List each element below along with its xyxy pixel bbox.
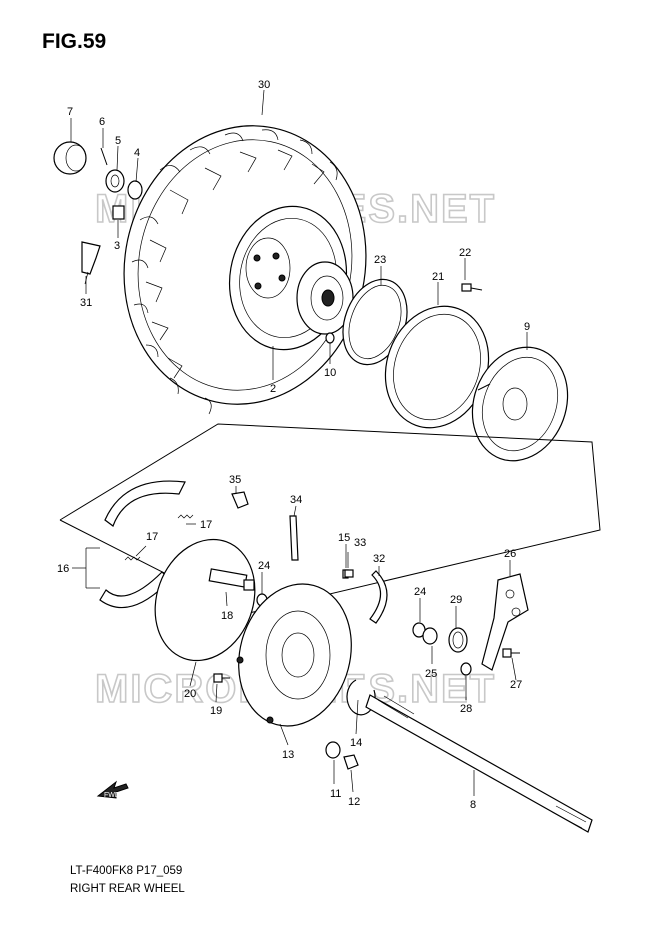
washer-part-4 <box>127 180 143 200</box>
callout-32: 32 <box>373 553 385 565</box>
spring-part-17a <box>177 514 194 519</box>
fwd-label: FWD <box>104 792 120 799</box>
clamp-part-35 <box>231 491 249 509</box>
leader-lines <box>70 89 528 796</box>
callout-23: 23 <box>374 254 386 266</box>
callout-17b: 17 <box>146 531 158 543</box>
nut-part-12 <box>343 754 359 770</box>
callout-24a: 24 <box>258 560 270 572</box>
wheel-hub <box>296 261 354 335</box>
callout-19: 19 <box>210 705 222 717</box>
callout-27: 27 <box>510 679 522 691</box>
callout-9: 9 <box>524 321 530 333</box>
figure-name: RIGHT REAR WHEEL <box>70 883 185 895</box>
hub-cap-part-7 <box>53 141 87 175</box>
callout-11: 11 <box>330 788 341 800</box>
callout-13: 13 <box>282 749 294 761</box>
callout-5: 5 <box>115 135 121 147</box>
bolt-part-27 <box>502 648 520 658</box>
o-ring-part-10 <box>325 332 335 344</box>
model-code: LT-F400FK8 P17_059 <box>70 865 183 877</box>
callout-4: 4 <box>134 147 140 159</box>
callout-22: 22 <box>459 247 471 259</box>
callout-10: 10 <box>324 367 336 379</box>
return-spring-part-29 <box>448 627 468 653</box>
nut-part-28 <box>460 662 472 676</box>
castle-nut-part-5 <box>105 169 125 193</box>
callout-7: 7 <box>67 106 73 118</box>
brake-cam-part-18 <box>208 568 255 591</box>
callout-28: 28 <box>460 703 472 715</box>
callout-14: 14 <box>350 737 362 749</box>
figure-title: FIG.59 <box>42 30 107 53</box>
callout-6: 6 <box>99 116 105 128</box>
cotter-pin-part-6 <box>100 147 108 166</box>
callout-24b: 24 <box>414 586 426 598</box>
callout-15: 15 <box>338 532 350 544</box>
callout-34: 34 <box>290 494 302 506</box>
bolt-part-22 <box>461 283 483 292</box>
breather-part-34 <box>289 515 299 561</box>
brake-drum-part-9 <box>471 346 569 462</box>
washer-part-11 <box>325 741 341 759</box>
callout-29: 29 <box>450 594 462 606</box>
callout-3: 3 <box>114 240 120 252</box>
callout-26: 26 <box>504 548 516 560</box>
nut-part-33 <box>344 569 354 578</box>
callout-16: 16 <box>57 563 69 575</box>
bolt-part-19 <box>213 673 230 683</box>
rear-axle-part-8 <box>365 694 593 833</box>
callout-8: 8 <box>470 799 476 811</box>
callout-numbers: 30 7 6 5 4 3 31 2 10 23 21 22 9 35 34 17… <box>57 79 530 811</box>
spring-part-17b <box>124 556 141 561</box>
callout-18: 18 <box>221 610 233 622</box>
callout-20: 20 <box>184 688 196 700</box>
callout-35: 35 <box>229 474 241 486</box>
valve-stem-part-31 <box>81 241 101 285</box>
callout-33: 33 <box>354 537 366 549</box>
callout-31: 31 <box>80 297 92 309</box>
wheel-nut-part-3 <box>112 205 125 220</box>
callout-21: 21 <box>432 271 444 283</box>
brake-panel-part-13 <box>236 583 352 727</box>
callout-17a: 17 <box>200 519 212 531</box>
seal-part-25 <box>422 627 438 645</box>
brake-arm-part-26 <box>481 573 529 671</box>
callout-30: 30 <box>258 79 270 91</box>
callout-25: 25 <box>425 668 437 680</box>
callout-2: 2 <box>270 383 276 395</box>
callout-12: 12 <box>348 796 360 808</box>
fwd-arrow-icon: FWD <box>96 780 129 799</box>
hose-part-32 <box>369 570 388 624</box>
o-ring-part-20 <box>154 538 256 662</box>
